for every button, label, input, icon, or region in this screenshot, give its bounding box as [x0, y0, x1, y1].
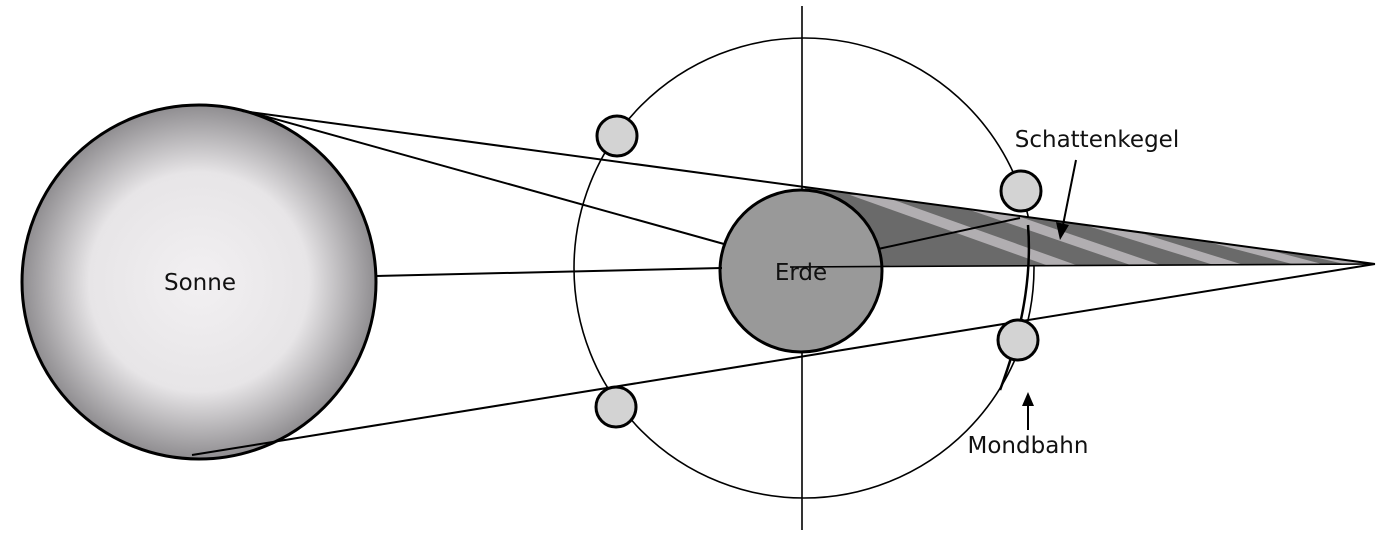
horizontal-axis — [789, 263, 1376, 268]
moon-orbit-pointer-arrow — [1022, 392, 1034, 430]
moon-orbit-label: Mondbahn — [968, 433, 1089, 459]
moon-lower-left — [594, 385, 638, 429]
orbit-highlight-arc — [998, 224, 1031, 391]
earth-to-moon-line — [877, 217, 1021, 250]
earth-label: Erde — [775, 260, 827, 286]
center-line — [375, 267, 723, 277]
lower-tangent-line — [191, 263, 1376, 456]
moon-lower-right — [996, 318, 1040, 362]
sun — [20, 103, 378, 461]
shadow-cone-label: Schattenkegel — [1015, 127, 1179, 153]
shadow-cone-pointer-arrow — [1056, 159, 1077, 240]
moon-upper-left — [595, 114, 639, 158]
upper-tangent-line — [241, 110, 1376, 265]
moon-upper-right — [999, 169, 1043, 213]
earth — [718, 188, 884, 354]
moon-orbit — [573, 37, 1035, 499]
sun-label: Sonne — [164, 270, 236, 296]
sun-to-earth-line — [249, 111, 725, 245]
